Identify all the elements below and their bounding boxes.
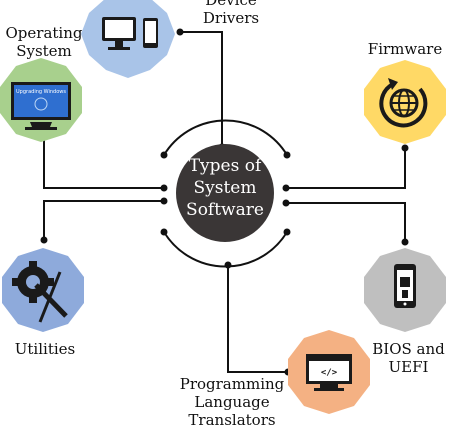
device-drivers-node <box>81 0 175 78</box>
firmware-label: Firmware <box>367 40 443 58</box>
connector-firmware <box>286 148 406 189</box>
screen-text: Upgrading Windows <box>16 89 66 95</box>
center-circle <box>176 144 274 242</box>
programming-node: </> <box>288 330 370 414</box>
laptop-upgrade-icon: Upgrading Windows <box>11 82 71 130</box>
diagram-canvas: Upgrading Windows <box>0 0 446 414</box>
operating-system-label-line-1: Operating <box>5 24 83 42</box>
programming-label-line-2: Language <box>194 393 270 411</box>
code-monitor-icon: </> <box>306 354 352 391</box>
operating-system-label: Operating System <box>0 24 88 60</box>
center-title-line-1: Types of <box>188 156 262 176</box>
svg-text:</>: </> <box>321 368 338 378</box>
programming-label-line-1: Programming <box>179 375 285 393</box>
bios-uefi-label: BIOS and UEFI <box>367 340 450 376</box>
center-title: Types of System Software <box>175 155 275 221</box>
monitor-phone-icon <box>102 17 158 50</box>
device-drivers-label-line-1: Device <box>205 0 257 9</box>
hub-arc-top <box>163 119 288 156</box>
center-hub <box>160 119 291 268</box>
programming-label-line-3: Translators <box>188 411 276 429</box>
bios-uefi-node <box>364 248 446 332</box>
globe-refresh-icon <box>379 78 428 128</box>
connector-bios-uefi <box>286 202 406 242</box>
utilities-label: Utilities <box>14 340 76 358</box>
center-title-line-3: Software <box>186 200 264 220</box>
bios-uefi-label-line-1: BIOS and <box>372 340 445 358</box>
connector-operating-system <box>43 135 164 189</box>
connectors <box>43 31 406 373</box>
device-drivers-label: Device Drivers <box>196 0 266 27</box>
bios-uefi-label-line-2: UEFI <box>388 358 429 376</box>
firmware-node <box>364 60 446 144</box>
connector-utilities <box>43 200 164 240</box>
operating-system-node: Upgrading Windows <box>0 58 82 142</box>
utilities-node <box>2 248 84 332</box>
device-drivers-label-line-2: Drivers <box>202 9 260 27</box>
connector-device-drivers <box>180 31 223 147</box>
gear-wrench-icon <box>12 261 68 323</box>
programming-label: Programming Language Translators <box>178 375 286 429</box>
phone-chip-icon <box>394 264 416 308</box>
center-title-line-2: System <box>193 178 257 198</box>
connector-programming <box>227 265 288 373</box>
operating-system-label-line-2: System <box>16 42 72 60</box>
hub-arc-bottom <box>163 231 288 268</box>
